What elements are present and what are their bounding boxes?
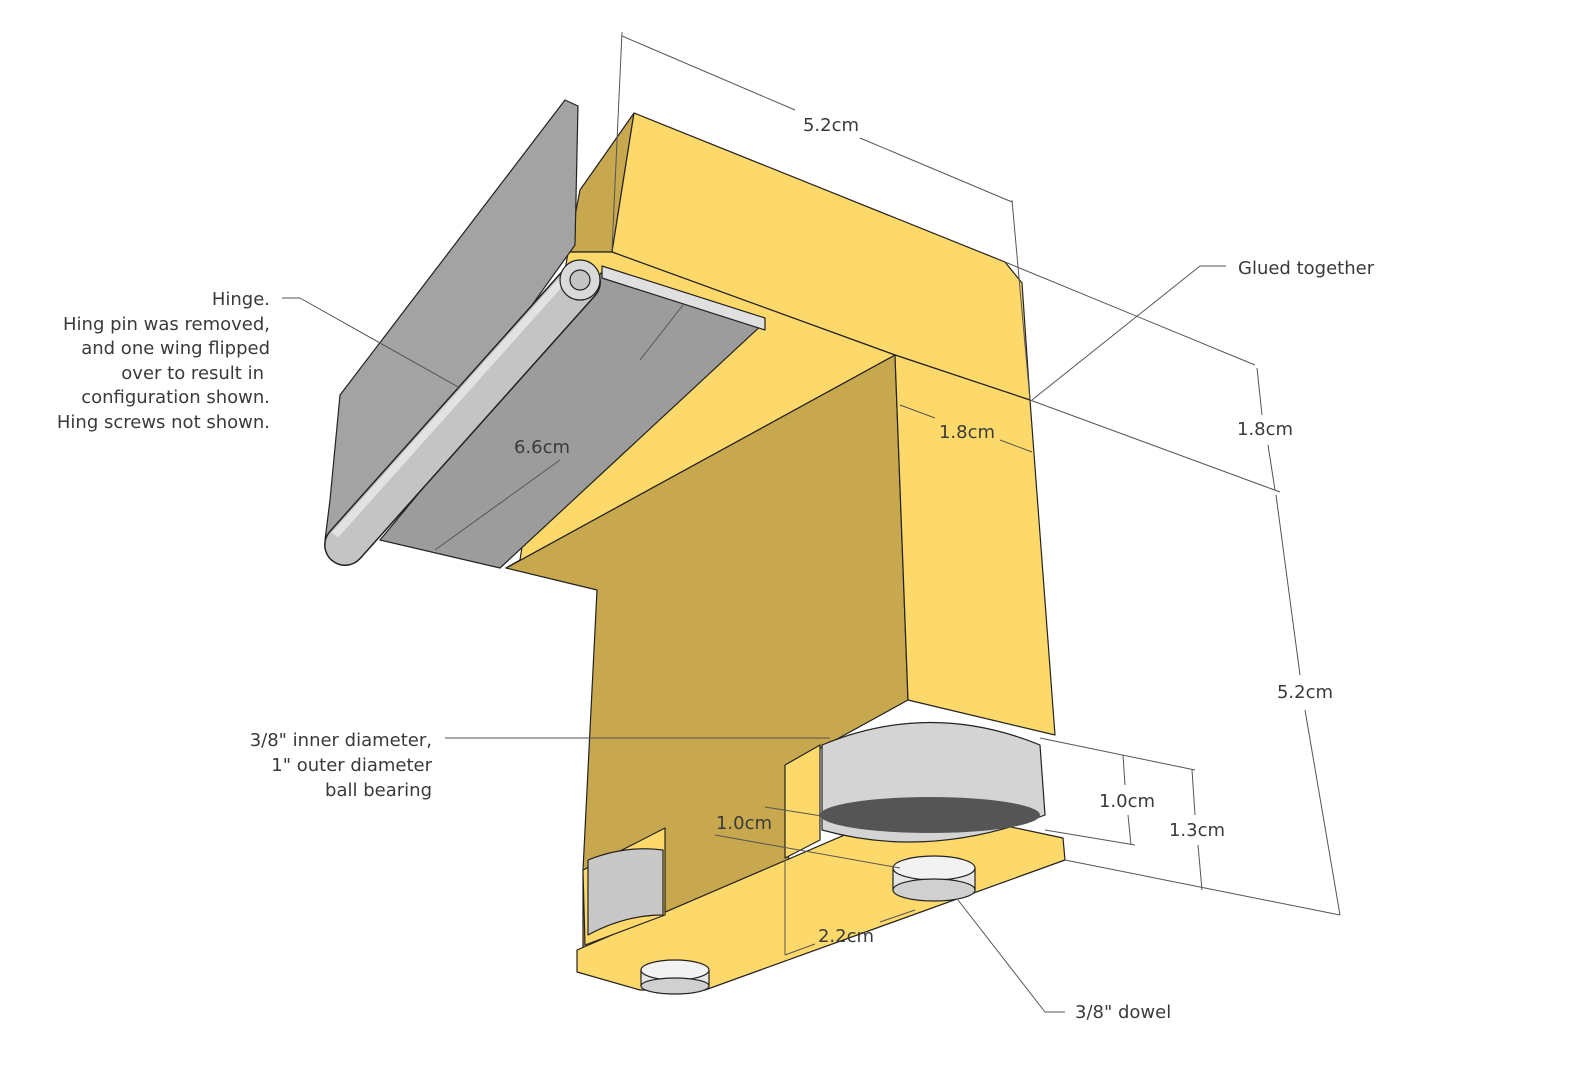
bearing-note-line: 1" outer diameter bbox=[271, 755, 432, 776]
annotations: Glued together Hinge. Hing pin was remov… bbox=[57, 258, 1375, 1023]
bearing bbox=[820, 721, 1046, 843]
dim-plate-width: 2.2cm bbox=[818, 926, 874, 947]
hinge-note-line: Hing pin was removed, bbox=[63, 314, 270, 335]
dim-hinge-length: 6.6cm bbox=[514, 437, 570, 458]
hinge-note-line: over to result in bbox=[121, 363, 264, 384]
dim-top-length: 5.2cm bbox=[803, 115, 859, 136]
dim-bearing-height: 1.0cm bbox=[1099, 791, 1155, 812]
hinge-note-line: Hing screws not shown. bbox=[57, 412, 270, 433]
bearing-note: 3/8" inner diameter, 1" outer diameter b… bbox=[250, 730, 433, 801]
dim-vertical-length: 5.2cm bbox=[1277, 682, 1333, 703]
hinge-note: Hinge. Hing pin was removed, and one win… bbox=[57, 289, 270, 433]
dim-arm-thickness-right: 1.8cm bbox=[1237, 419, 1293, 440]
wood-block bbox=[505, 112, 1066, 991]
dowel-right bbox=[892, 855, 976, 902]
dim-arm-thickness-inner: 1.8cm bbox=[939, 422, 995, 443]
hinge-note-line: and one wing flipped bbox=[81, 338, 270, 359]
dowel-left bbox=[640, 959, 710, 995]
dimension-lines bbox=[282, 31, 1341, 1013]
dimension-labels: 5.2cm 1.8cm 1.8cm 5.2cm 6.6cm 1.0cm 1.3c… bbox=[514, 115, 1333, 947]
hinge-note-line: Hinge. bbox=[212, 289, 270, 310]
hinge-wing-edge bbox=[601, 265, 766, 331]
dim-plate-height: 1.3cm bbox=[1169, 820, 1225, 841]
hinge-note-line: configuration shown. bbox=[81, 387, 270, 408]
glued-note: Glued together bbox=[1238, 258, 1375, 279]
hinge bbox=[324, 99, 766, 569]
dim-dowel-offset: 1.0cm bbox=[716, 813, 772, 834]
bearing-note-line: 3/8" inner diameter, bbox=[250, 730, 432, 751]
vertical-arm-front-face bbox=[894, 354, 1056, 736]
dowel-note: 3/8" dowel bbox=[1075, 1002, 1171, 1023]
bearing-note-line: ball bearing bbox=[325, 780, 432, 801]
left-bearing bbox=[587, 848, 664, 936]
bearing-slot bbox=[784, 744, 821, 859]
